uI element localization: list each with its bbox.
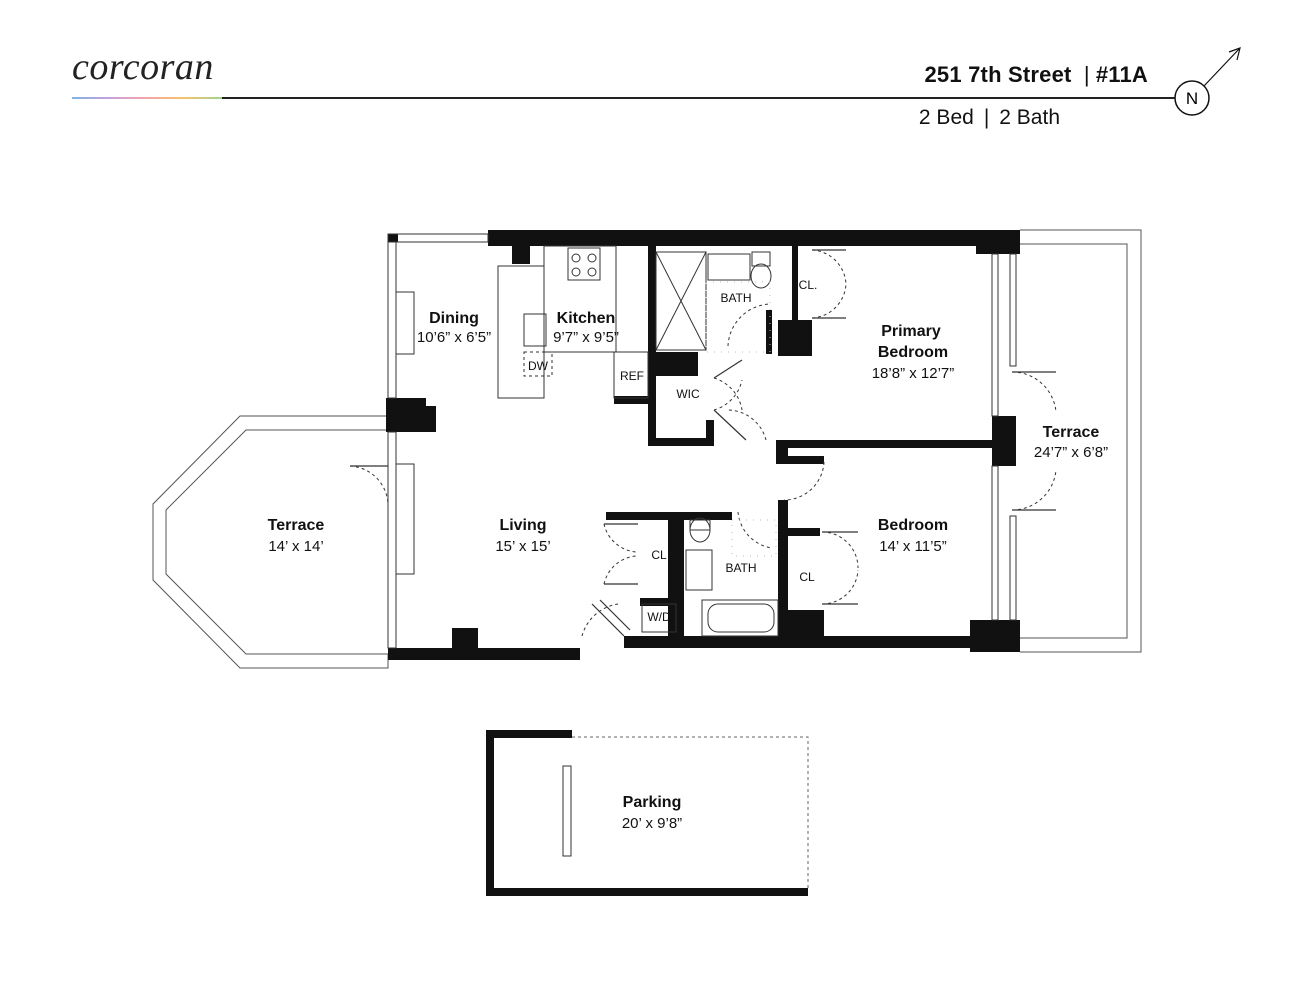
kitchen-dims: 9’7” x 9’5” xyxy=(553,329,619,346)
bedroom-dims: 14’ x 11’5” xyxy=(879,538,947,555)
primary-bedroom-dims: 18’8” x 12’7” xyxy=(872,365,955,382)
primary-bedroom-name-line2: Bedroom xyxy=(878,344,948,361)
kitchen-name: Kitchen xyxy=(557,310,616,327)
wic-label: WIC xyxy=(676,387,700,401)
bed-bath-separator: | xyxy=(983,106,990,129)
street-address: 251 7th Street xyxy=(924,62,1072,87)
west-terrace-name: Terrace xyxy=(268,517,325,534)
logo-underline xyxy=(72,97,222,99)
dw-label: DW xyxy=(528,359,549,373)
wd-label: W/D xyxy=(647,610,671,624)
parking-outline xyxy=(486,730,809,896)
east-terrace-name: Terrace xyxy=(1043,424,1100,441)
compass-label: N xyxy=(1186,89,1198,108)
ref-label: REF xyxy=(620,369,644,383)
bedroom-name: Bedroom xyxy=(878,517,948,534)
north-compass-icon: N xyxy=(1174,47,1241,116)
dining-name: Dining xyxy=(429,310,479,327)
primary-bedroom-name-line1: Primary xyxy=(881,323,941,340)
parking-name: Parking xyxy=(623,794,682,811)
door-swings xyxy=(349,249,1057,637)
exterior-walls xyxy=(386,230,1020,660)
listing-address: 251 7th Street |#11A xyxy=(924,62,1148,88)
unit-number: #11A xyxy=(1095,62,1148,87)
living-name: Living xyxy=(499,517,546,534)
bath-2-label: BATH xyxy=(725,561,756,575)
dining-dims: 10’6” x 6’5” xyxy=(417,329,491,346)
interior-walls xyxy=(606,246,992,638)
closet-bedroom-label: CL xyxy=(799,570,815,584)
parking-dims: 20’ x 9’8” xyxy=(622,815,682,832)
header-rule xyxy=(222,97,1178,99)
room-labels: Dining 10’6” x 6’5” Kitchen 9’7” x 9’5” … xyxy=(268,278,1108,832)
west-terrace-dims: 14’ x 14’ xyxy=(268,538,323,555)
bath-1-label: BATH xyxy=(720,291,751,305)
living-dims: 15’ x 15’ xyxy=(495,538,550,555)
kitchen-fixtures xyxy=(497,245,649,399)
corcoran-logo: corcoran xyxy=(72,46,214,88)
bed-count: 2 Bed xyxy=(918,106,974,129)
closet-hall-label: CL xyxy=(651,548,667,562)
door-leaves xyxy=(350,249,1056,637)
window-walls xyxy=(387,233,1017,649)
bed-bath-summary: 2 Bed | 2 Bath xyxy=(919,106,1060,130)
address-separator: | xyxy=(1083,62,1090,87)
bath-count: 2 Bath xyxy=(999,106,1060,129)
east-terrace-outline xyxy=(1020,229,1142,653)
bath-second-fixtures xyxy=(641,517,779,637)
east-terrace-dims: 24’7” x 6’8” xyxy=(1034,444,1108,461)
closet-primary-label: CL. xyxy=(799,278,818,292)
bath-primary-fixtures xyxy=(655,251,772,353)
